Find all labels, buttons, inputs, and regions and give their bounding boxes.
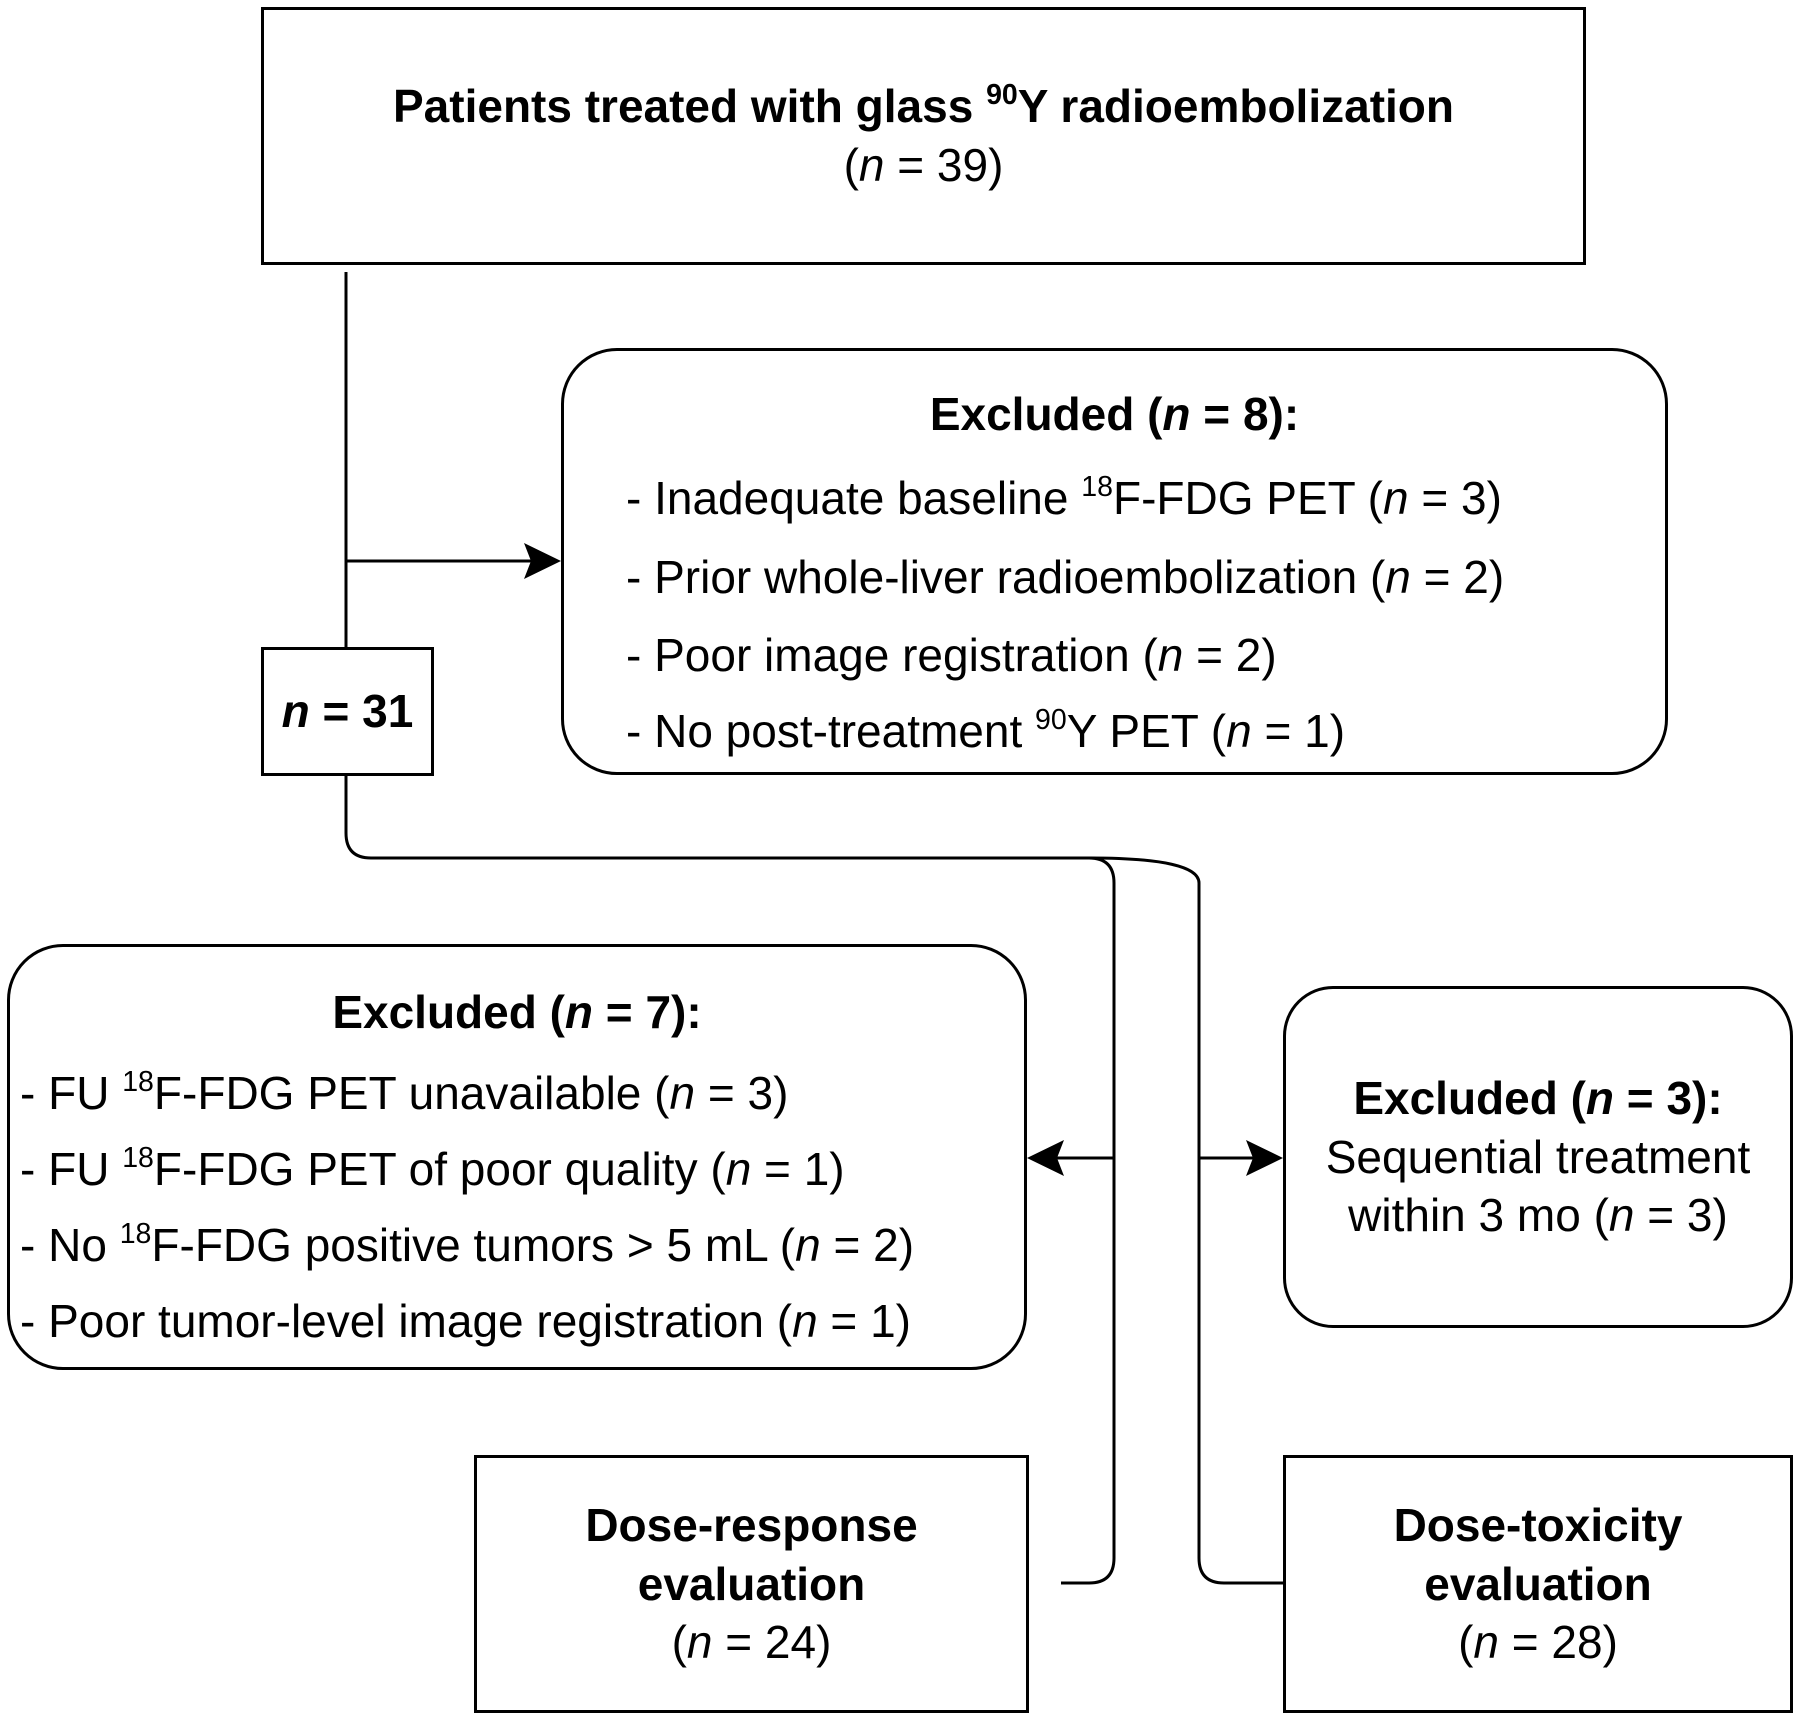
excluded-box-1: Excluded (n = 8): - Inadequate baseline …: [561, 348, 1668, 775]
excluded-2-title: Excluded (n = 7):: [332, 986, 702, 1038]
remaining-count-label: n = 31: [281, 685, 414, 738]
dose-toxicity-title-line-2: evaluation: [1424, 1557, 1652, 1610]
connector-to-toxicity: [1088, 856, 1286, 1585]
excluded-box-3: Excluded (n = 3): Sequential treatment w…: [1283, 986, 1793, 1328]
excluded-2-item: - No 18F-FDG positive tumors > 5 mL (n =…: [20, 1218, 915, 1271]
patients-treated-count: (n = 39): [843, 139, 1004, 191]
excluded-2-item: - Poor tumor-level image registration (n…: [20, 1295, 911, 1347]
excluded-3-title: Excluded (n = 3):: [1353, 1071, 1723, 1124]
dose-response-title-line-1: Dose-response: [585, 1498, 918, 1551]
excluded-1-title: Excluded (n = 8):: [929, 388, 1300, 440]
excluded-1-item: - Prior whole-liver radioembolization (n…: [626, 551, 1505, 603]
excluded-3-reason-line-2: within 3 mo (n = 3): [1348, 1189, 1728, 1242]
excluded-1-item: - Poor image registration (n = 2): [626, 629, 1277, 681]
patients-treated-title: Patients treated with glass 90Y radioemb…: [393, 79, 1454, 133]
dose-response-box: Dose-response evaluation (n = 24): [474, 1455, 1029, 1713]
dose-toxicity-title-line-1: Dose-toxicity: [1393, 1498, 1683, 1551]
excluded-2-item: - FU 18F-FDG PET of poor quality (n = 1): [20, 1142, 845, 1195]
excluded-box-2: Excluded (n = 7): - FU 18F-FDG PET unava…: [7, 944, 1027, 1370]
remaining-count-box: n = 31: [261, 647, 434, 776]
dose-toxicity-box: Dose-toxicity evaluation (n = 28): [1283, 1455, 1793, 1713]
arrowhead-excluded-2: [1027, 1140, 1064, 1176]
arrowhead-excluded-1: [524, 543, 561, 579]
excluded-1-item: - No post-treatment 90Y PET (n = 1): [626, 704, 1346, 757]
excluded-3-reason-line-1: Sequential treatment: [1325, 1130, 1751, 1183]
arrowhead-excluded-3: [1246, 1140, 1283, 1176]
dose-toxicity-count: (n = 28): [1458, 1616, 1618, 1669]
excluded-2-item: - FU 18F-FDG PET unavailable (n = 3): [20, 1066, 789, 1119]
connector-n31-to-split: [344, 776, 1116, 1585]
dose-response-title-line-2: evaluation: [637, 1557, 866, 1610]
excluded-1-item: - Inadequate baseline 18F-FDG PET (n = 3…: [626, 471, 1502, 524]
dose-response-count: (n = 24): [671, 1616, 832, 1669]
patients-treated-box: Patients treated with glass 90Y radioemb…: [261, 7, 1586, 265]
